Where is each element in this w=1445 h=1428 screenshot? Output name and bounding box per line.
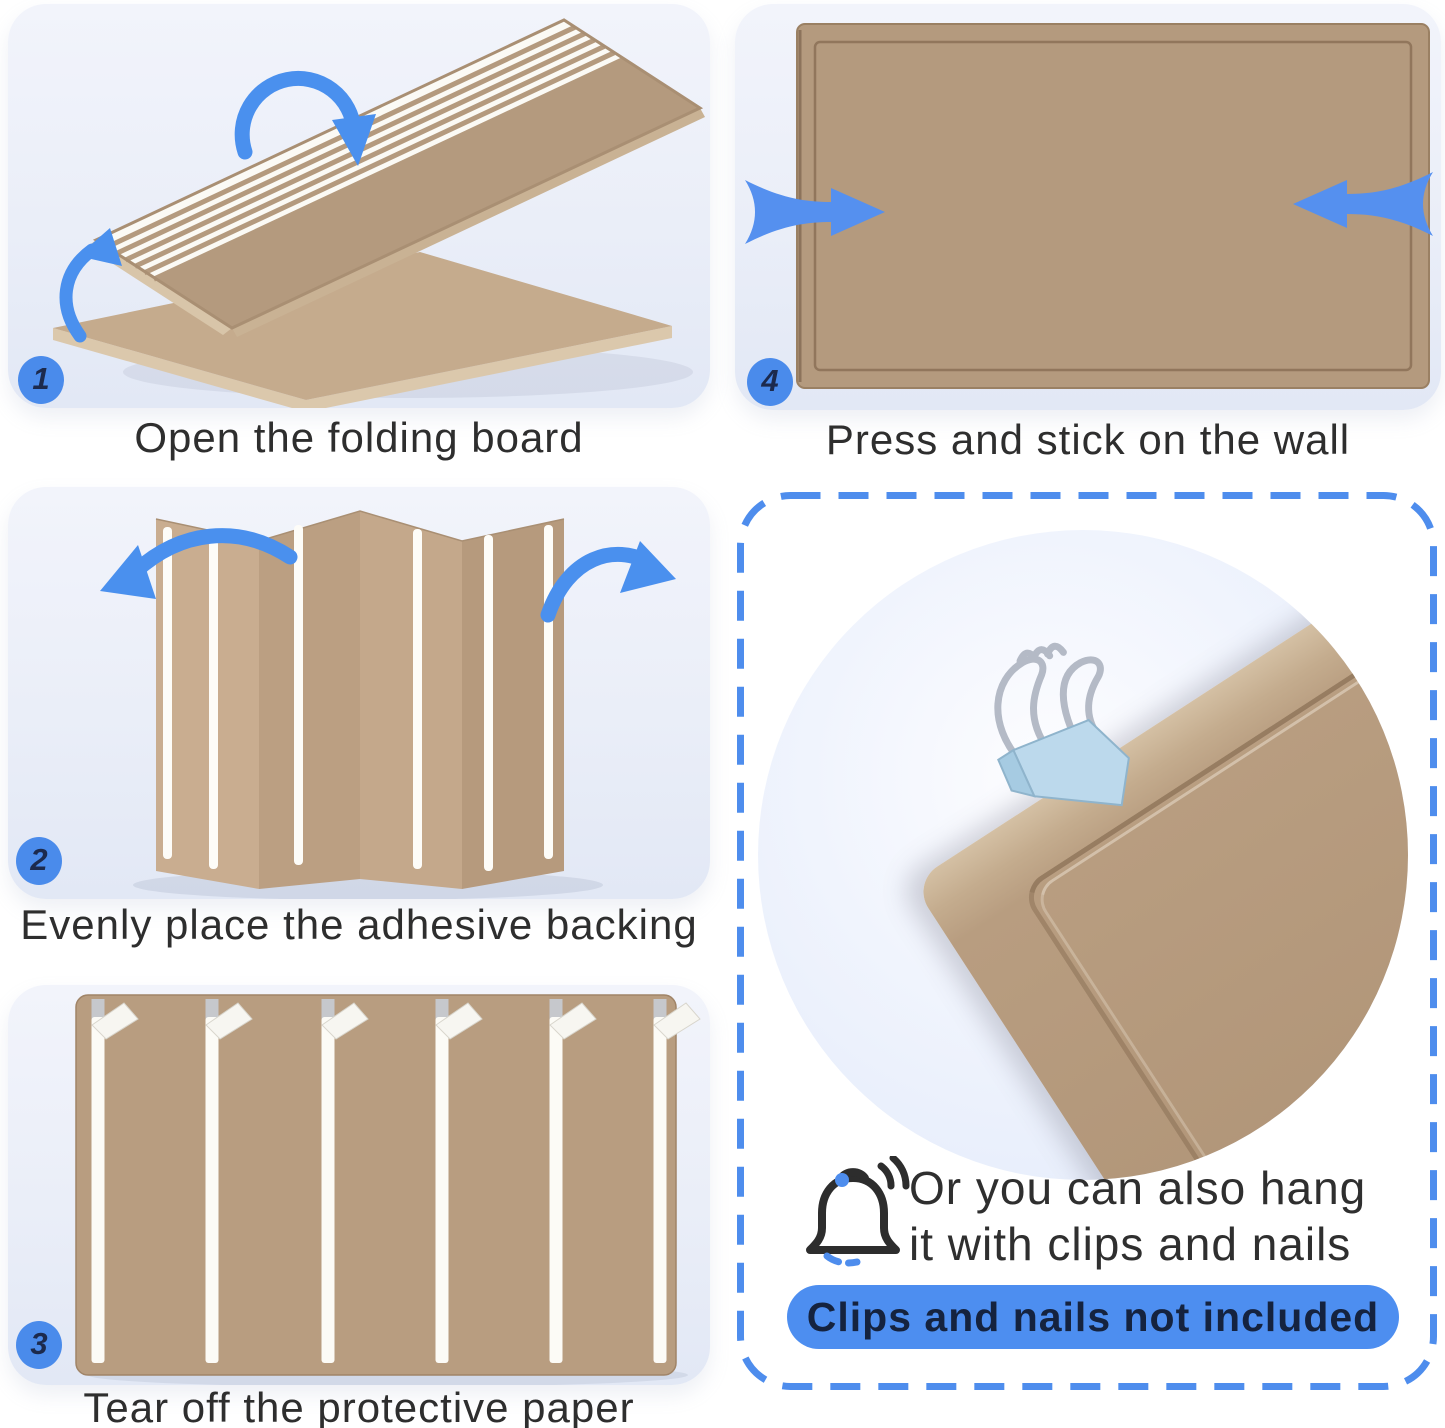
step-2-caption: Evenly place the adhesive backing bbox=[20, 901, 698, 948]
step-4-panel: 4 bbox=[735, 4, 1441, 410]
hanging-note-line2: it with clips and nails bbox=[909, 1218, 1352, 1270]
step-1-caption: Open the folding board bbox=[134, 414, 584, 461]
step-2-badge: 2 bbox=[16, 837, 62, 885]
step-3-panel: 3 bbox=[8, 985, 710, 1385]
unfold-left-arrow-icon bbox=[100, 528, 298, 599]
hanging-note-line1: Or you can also hang bbox=[909, 1162, 1367, 1214]
press-right-arrow-icon bbox=[1293, 172, 1433, 236]
accordion-board-illustration bbox=[100, 510, 676, 899]
clips-not-included-badge: Clips and nails not included bbox=[787, 1285, 1399, 1349]
press-left-arrow-icon bbox=[745, 180, 885, 244]
step-3-number: 3 bbox=[30, 1326, 48, 1361]
step-3-badge: 3 bbox=[16, 1321, 62, 1369]
adhesive-strip bbox=[205, 999, 253, 1363]
step-3-caption: Tear off the protective paper bbox=[83, 1384, 635, 1428]
adhesive-strip bbox=[653, 999, 701, 1363]
press-on-wall-illustration bbox=[745, 23, 1433, 389]
step-4-badge: 4 bbox=[747, 358, 793, 406]
step-1-badge: 1 bbox=[18, 356, 64, 404]
adhesive-strip bbox=[91, 999, 139, 1363]
step-1-number: 1 bbox=[32, 361, 50, 396]
clip-closeup-photo bbox=[758, 530, 1408, 1180]
lift-arrow-icon bbox=[59, 228, 122, 343]
step-1-panel: 1 bbox=[8, 4, 710, 408]
adhesive-strip bbox=[435, 999, 483, 1363]
step-2-number: 2 bbox=[30, 842, 48, 877]
bell-icon bbox=[806, 1156, 910, 1267]
hanging-tip-panel: Or you can also hang it with clips and n… bbox=[737, 492, 1437, 1390]
step-2-panel: 2 bbox=[8, 487, 710, 899]
step-4-number: 4 bbox=[761, 363, 779, 398]
open-folding-board-illustration bbox=[53, 18, 705, 408]
hanging-note: Or you can also hang it with clips and n… bbox=[909, 1160, 1409, 1272]
peel-paper-illustration bbox=[75, 994, 701, 1385]
unfold-right-arrow-icon bbox=[540, 541, 676, 623]
step-4-caption: Press and stick on the wall bbox=[825, 416, 1351, 463]
binder-clip-icon bbox=[994, 642, 1130, 807]
dashed-border bbox=[737, 492, 1437, 1390]
adhesive-strip bbox=[549, 999, 597, 1363]
rotate-arrow-icon bbox=[234, 70, 376, 166]
adhesive-strip bbox=[321, 999, 369, 1363]
